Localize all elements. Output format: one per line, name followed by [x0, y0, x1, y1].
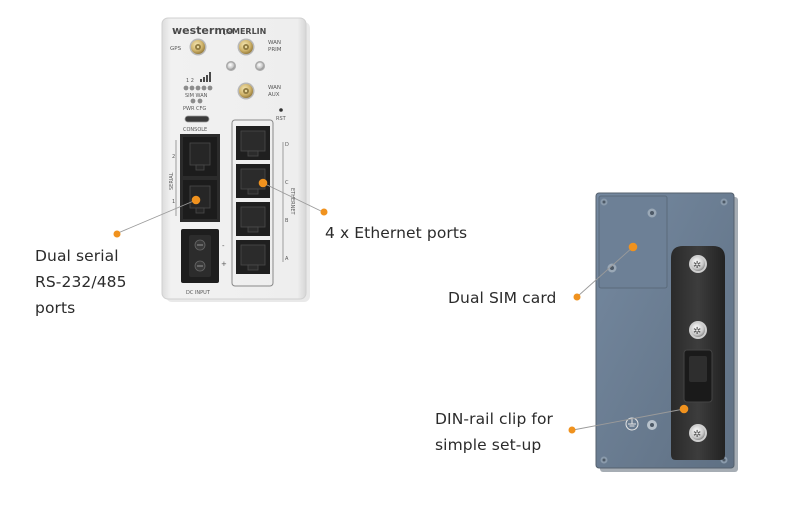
rst-label: RST — [276, 116, 287, 122]
wan-aux-antenna-connector[interactable] — [237, 82, 255, 100]
sim-callout: Dual SIM card — [448, 285, 556, 311]
ethernet-label: ETHERNET — [289, 188, 295, 216]
sim-callout-dot — [628, 242, 638, 252]
signal-strength-icon — [200, 72, 211, 82]
ethernet-callout: 4 x Ethernet ports — [325, 220, 467, 246]
dc-plus-label: + — [221, 260, 227, 268]
eth-d-label: D — [285, 142, 289, 148]
svg-text:✲: ✲ — [693, 429, 701, 440]
sim-wan-label: SIM WAN — [185, 93, 208, 99]
svg-text:✲: ✲ — [693, 326, 701, 337]
serial-port-2[interactable] — [183, 137, 217, 176]
eth-a-label: A — [285, 256, 289, 262]
logo-arrow-icon: ▷ — [224, 27, 231, 37]
status-led-row — [183, 85, 213, 91]
serial-callout-end-dot — [113, 230, 121, 238]
serial-callout-line-3: ports — [35, 299, 76, 317]
pwr-cfg-label: PWR CFG — [183, 106, 206, 112]
serial-callout: Dual serial RS-232/485 ports — [35, 243, 127, 321]
front-device: westermo ▷ MERLIN GPS WAN PRIM — [161, 17, 310, 302]
reset-button[interactable] — [279, 108, 283, 112]
din-callout-end-dot — [568, 426, 576, 434]
back-device: ✲ ✲ ✲ — [595, 192, 738, 472]
serial-label: SERIAL — [169, 172, 175, 190]
model-logo-text: MERLIN — [232, 27, 266, 36]
clip-screw-icon: ✲ — [689, 424, 707, 442]
callout-pointers — [113, 178, 689, 434]
ethernet-port-a[interactable] — [236, 240, 270, 274]
din-callout-line-2: simple set-up — [435, 436, 542, 454]
dc-input-label: DC INPUT — [186, 290, 211, 296]
sim-card-cover[interactable] — [598, 195, 668, 289]
ground-screw-icon — [647, 420, 657, 430]
svg-text:✲: ✲ — [693, 260, 701, 271]
ethernet-port-d[interactable] — [236, 126, 270, 160]
power-config-leds — [190, 98, 203, 104]
back-screw-icon — [600, 198, 608, 206]
din-callout-dot — [679, 404, 689, 414]
console-usb-port[interactable] — [184, 115, 210, 123]
panel-screw-icon — [226, 61, 236, 71]
din-callout: DIN-rail clip for simple set-up — [435, 406, 553, 458]
gps-antenna-connector[interactable] — [189, 38, 207, 56]
back-screw-icon — [720, 198, 728, 206]
wan-prim-label-1: WAN — [268, 40, 281, 46]
din-callout-line-1: DIN-rail clip for — [435, 410, 554, 428]
dc-input-connector[interactable] — [181, 229, 219, 283]
serial-2-label: 2 — [172, 154, 175, 160]
wan-aux-label-2: AUX — [268, 92, 280, 98]
serial-callout-line-2: RS-232/485 — [35, 273, 127, 291]
ethernet-port-frame — [231, 119, 274, 287]
serial-callout-dot — [191, 195, 201, 205]
ethernet-callout-end-dot — [320, 208, 328, 216]
wan-prim-antenna-connector[interactable] — [237, 38, 255, 56]
sim-cover-screw-icon — [647, 208, 657, 218]
sim-callout-line-1: Dual SIM card — [448, 289, 557, 307]
panel-screw-icon — [255, 61, 265, 71]
serial-callout-line-1: Dual serial — [35, 247, 119, 265]
clip-screw-icon: ✲ — [689, 255, 707, 273]
wan-prim-label-2: PRIM — [268, 47, 282, 53]
led-numbers-label: 1 2 — [186, 78, 194, 84]
ethernet-port-b[interactable] — [236, 202, 270, 236]
back-screw-icon — [600, 456, 608, 464]
ground-symbol-icon — [625, 417, 639, 431]
eth-c-label: C — [285, 180, 289, 186]
wan-aux-label-1: WAN — [268, 85, 281, 91]
brand-logo-text: westermo — [172, 24, 234, 37]
gps-label: GPS — [170, 46, 182, 52]
clip-screw-icon: ✲ — [689, 321, 707, 339]
ethernet-callout-line-1: 4 x Ethernet ports — [325, 224, 468, 242]
sim-callout-end-dot — [573, 293, 581, 301]
ethernet-callout-dot — [258, 178, 268, 188]
console-label: CONSOLE — [183, 127, 207, 133]
serial-1-label: 1 — [172, 199, 175, 205]
dc-minus-label: - — [222, 242, 225, 250]
eth-b-label: B — [285, 218, 289, 224]
